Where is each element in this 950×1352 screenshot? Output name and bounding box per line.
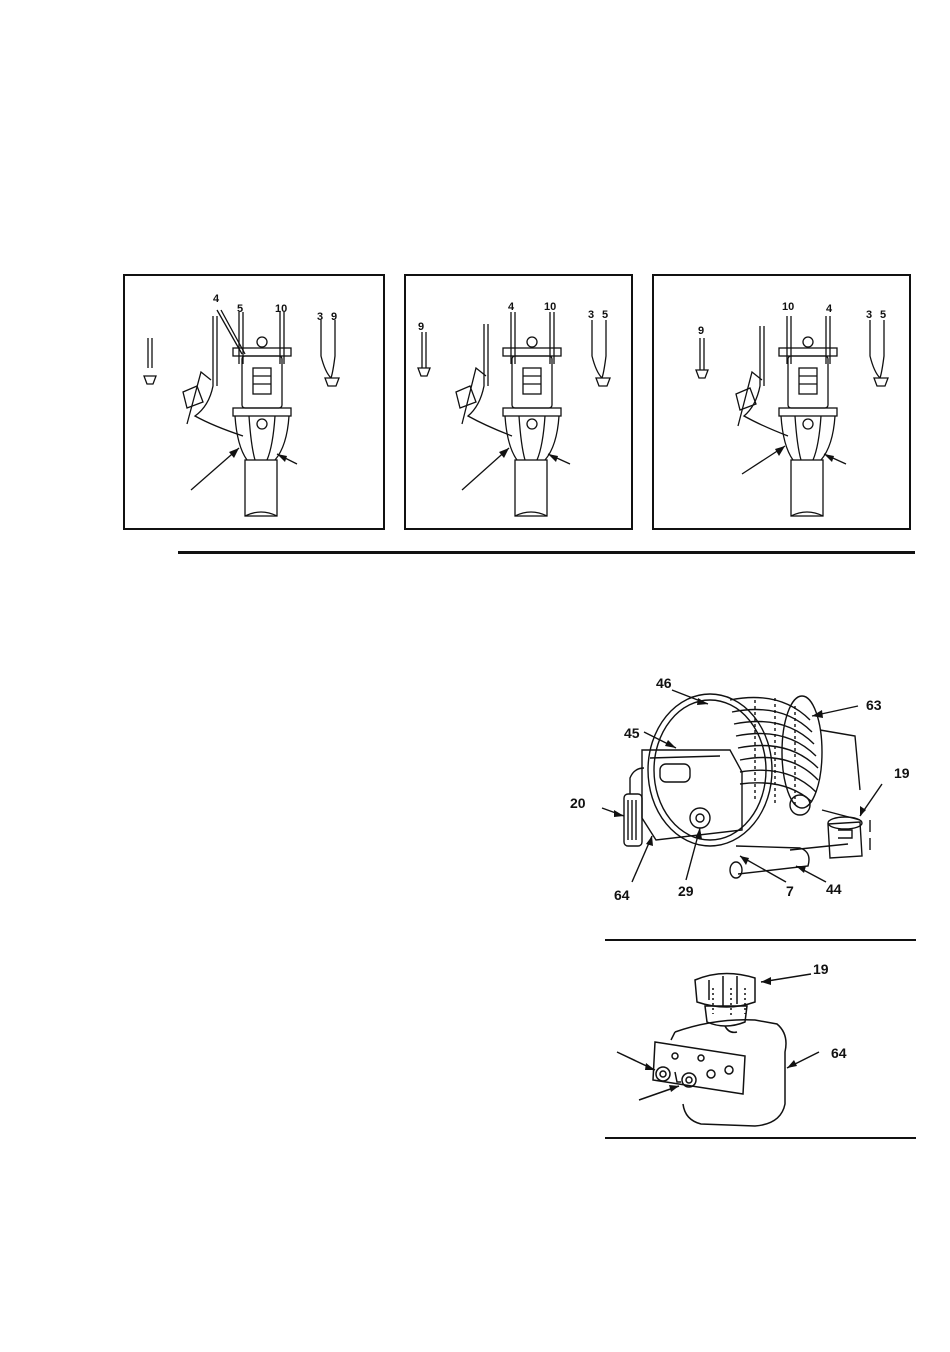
panel3-label-2: 10 bbox=[782, 301, 794, 313]
figure-top-rule bbox=[605, 939, 916, 941]
callout-64: 64 bbox=[614, 887, 630, 903]
panel3-label-4: 3 bbox=[866, 309, 872, 321]
callout-45: 45 bbox=[624, 725, 640, 741]
panel1-label-1: 4 bbox=[213, 293, 220, 305]
valve-block-drawing: 19 64 bbox=[605, 944, 916, 1134]
panel2-label-5: 5 bbox=[602, 309, 608, 321]
wiring-panel-2: 9 4 10 3 5 bbox=[404, 274, 633, 530]
panel2-label-4: 3 bbox=[588, 309, 594, 321]
panel3-label-5: 5 bbox=[880, 309, 886, 321]
panel3-label-1: 9 bbox=[698, 325, 704, 337]
switch-wiring-diagram: 9 10 4 3 5 bbox=[654, 276, 913, 532]
panel3-label-3: 4 bbox=[826, 303, 833, 315]
callout-46: 46 bbox=[656, 675, 672, 691]
callout-29: 29 bbox=[678, 883, 694, 899]
reel-assembly-drawing: 46 63 45 19 20 64 29 7 44 bbox=[560, 660, 930, 910]
reel-assembly-figure: 46 63 45 19 20 64 29 7 44 bbox=[560, 660, 930, 910]
valve-block-figure: 19 64 bbox=[605, 944, 916, 1134]
panel2-label-3: 10 bbox=[544, 301, 556, 313]
callout-63: 63 bbox=[866, 697, 882, 713]
panel2-label-1: 9 bbox=[418, 321, 424, 333]
wiring-panel-1: 4 5 10 3 9 bbox=[123, 274, 385, 530]
callout-19: 19 bbox=[813, 961, 829, 977]
figure-bottom-rule bbox=[605, 1137, 916, 1139]
callout-20: 20 bbox=[570, 795, 586, 811]
callout-44: 44 bbox=[826, 881, 842, 897]
section-divider bbox=[178, 551, 915, 554]
panel1-label-3: 10 bbox=[275, 303, 287, 315]
callout-64: 64 bbox=[831, 1045, 847, 1061]
panel1-label-2: 5 bbox=[237, 303, 243, 315]
panel1-label-5: 9 bbox=[331, 311, 337, 323]
switch-wiring-diagram: 4 5 10 3 9 bbox=[125, 276, 387, 532]
callout-19: 19 bbox=[894, 765, 910, 781]
switch-wiring-diagram: 9 4 10 3 5 bbox=[406, 276, 635, 532]
panel1-label-4: 3 bbox=[317, 311, 323, 323]
panel2-label-2: 4 bbox=[508, 301, 515, 313]
wiring-panel-3: 9 10 4 3 5 bbox=[652, 274, 911, 530]
callout-7: 7 bbox=[786, 883, 794, 899]
